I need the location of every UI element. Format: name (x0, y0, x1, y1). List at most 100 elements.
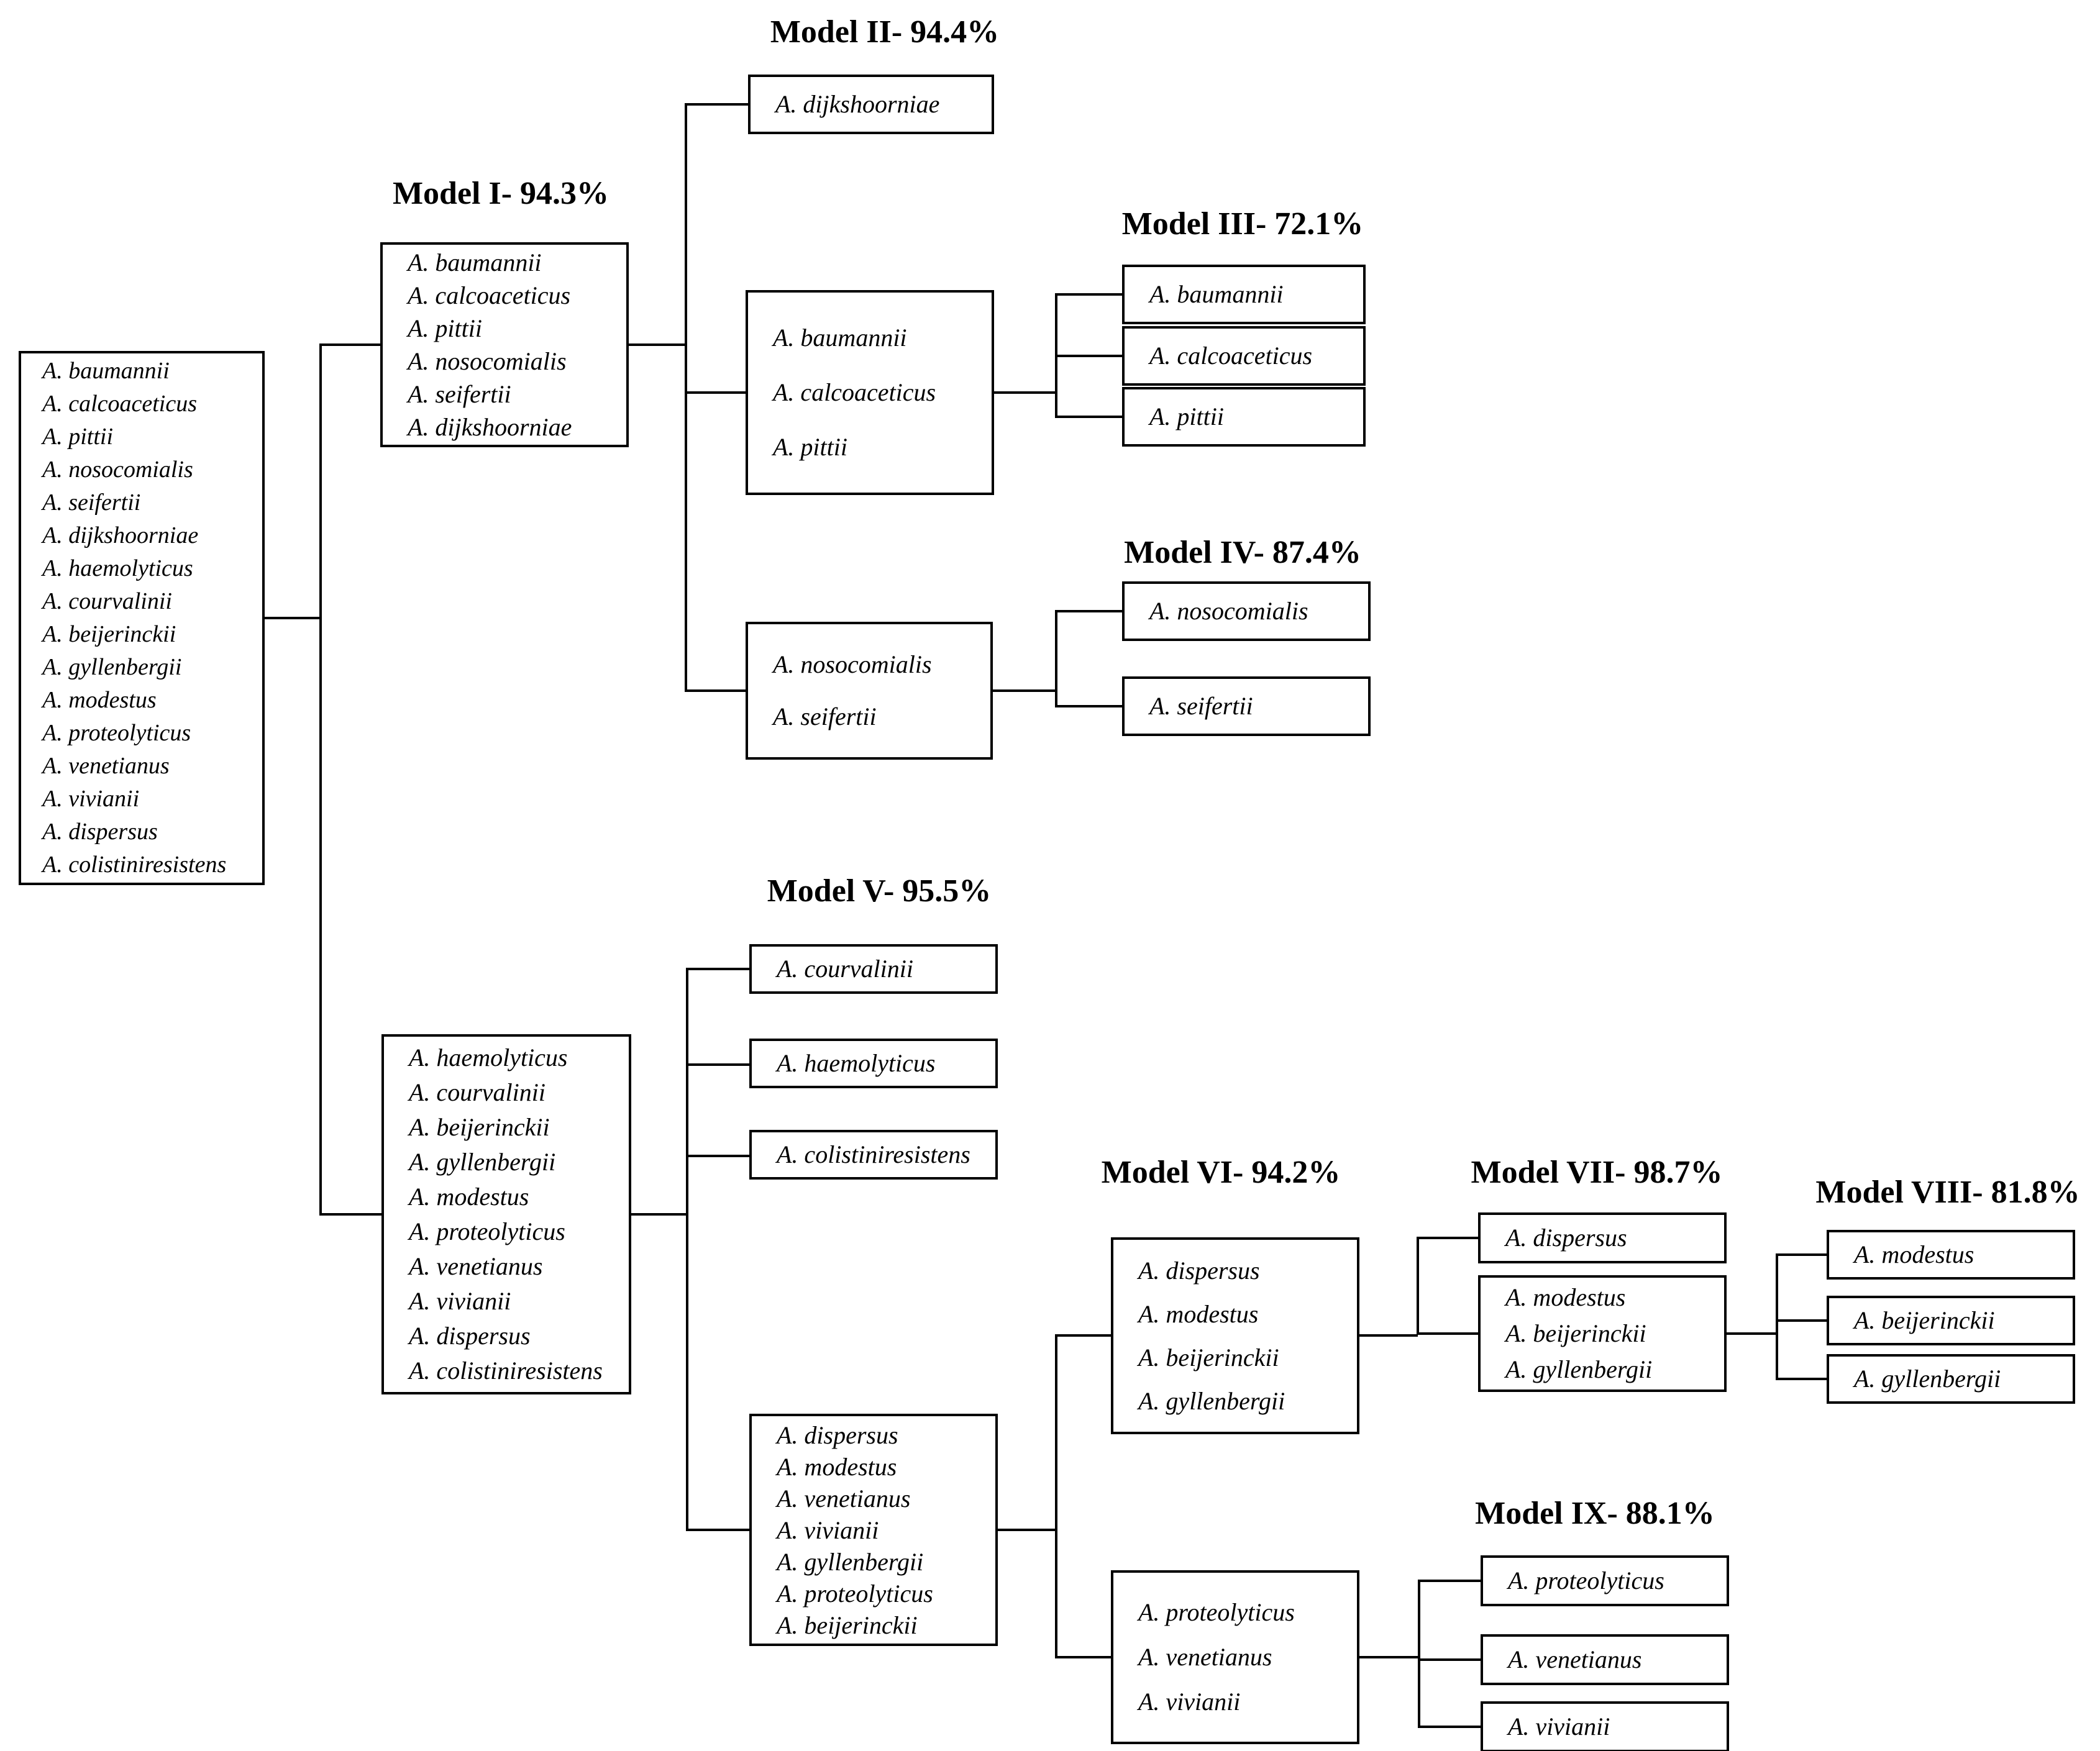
species-name: A. pittii (1149, 403, 1224, 430)
model-4-leaf-nosocomialis-box: A. nosocomialis (1122, 581, 1371, 641)
species-name: A. calcoaceticus (42, 391, 198, 417)
species-name: A. seifertii (773, 703, 877, 730)
species-name: A. vivianii (777, 1516, 879, 1544)
species-name: A. proteolyticus (1138, 1598, 1295, 1626)
species-name: A. beijerinckii (409, 1113, 550, 1141)
connector-line (321, 1213, 381, 1216)
model-5-leaf-courvalinii-box: A. courvalinii (749, 944, 998, 994)
species-name: A. beijerinckii (1505, 1319, 1646, 1347)
model-8-leaf-gyllenbergii-box: A. gyllenbergii (1827, 1354, 2075, 1404)
species-name: A. dispersus (409, 1322, 531, 1350)
species-name: A. proteolyticus (777, 1579, 933, 1608)
model-1-title: Model I- 94.3% (392, 176, 609, 211)
connector-line (629, 343, 686, 346)
connector-line (1056, 610, 1122, 612)
species-name: A. haemolyticus (409, 1044, 568, 1071)
species-name: A. beijerinckii (1854, 1306, 1995, 1334)
species-name: A. seifertii (1149, 692, 1253, 720)
connector-line (1417, 1237, 1419, 1335)
connector-line (1056, 1334, 1111, 1337)
species-name: A. proteolyticus (409, 1217, 565, 1245)
species-name: A. colistiniresistens (777, 1140, 970, 1168)
species-name: A. vivianii (409, 1287, 511, 1315)
connector-line (1056, 293, 1122, 296)
model-5-title: Model V- 95.5% (767, 873, 992, 909)
species-name: A. modestus (1505, 1283, 1626, 1311)
model-3-leaf-calcoaceticus-box: A. calcoaceticus (1122, 326, 1366, 386)
connector-line (1056, 705, 1122, 707)
species-name: A. gyllenbergii (409, 1148, 556, 1176)
species-name: A. modestus (1854, 1240, 1974, 1268)
connector-line (265, 617, 321, 619)
connector-line (1419, 1580, 1481, 1582)
model-2-title: Model II- 94.4% (770, 14, 1000, 50)
connector-line (1359, 1656, 1419, 1658)
species-name: A. venetianus (777, 1484, 911, 1512)
model-4-leaf-seifertii-box: A. seifertii (1122, 676, 1371, 736)
species-name: A. proteolyticus (1508, 1567, 1664, 1594)
connector-line (1418, 1237, 1478, 1239)
model-3-leaf-pittii-box: A. pittii (1122, 387, 1366, 447)
species-name: A. gyllenbergii (1138, 1386, 1285, 1415)
species-name: A. modestus (42, 687, 157, 713)
species-name: A. dijkshoorniae (42, 522, 199, 548)
species-name: A. haemolyticus (777, 1049, 936, 1077)
connector-line (1359, 1334, 1418, 1337)
model-3-leaf-baumannii-box: A. baumannii (1122, 265, 1366, 324)
model-5-cluster-box: A. haemolyticus A. courvalinii A. beijerin… (381, 1034, 631, 1394)
species-name: A. beijerinckii (42, 621, 176, 647)
model-7-leaf-dispersus-box: A. dispersus (1478, 1212, 1727, 1263)
model-4-title: Model IV- 87.4% (1124, 535, 1361, 570)
species-name: A. baumannii (42, 358, 170, 384)
species-name: A. courvalinii (42, 588, 172, 614)
species-name: A. gyllenbergii (1505, 1355, 1653, 1383)
species-name: A. dispersus (777, 1421, 898, 1449)
species-name: A. dispersus (42, 819, 158, 845)
connector-line (687, 968, 749, 970)
species-name: A. pittii (773, 433, 847, 461)
model-8-title: Model VIII- 81.8% (1815, 1175, 2080, 1210)
species-name: A. calcoaceticus (773, 378, 936, 406)
model-5-leaf-colistiniresistens-box: A. colistiniresistens (749, 1130, 998, 1180)
connector-line (1419, 1658, 1481, 1661)
species-name: A. dijkshoorniae (408, 413, 572, 441)
model-9-leaf-vivianii-box: A. vivianii (1481, 1701, 1729, 1751)
species-name: A. gyllenbergii (1854, 1365, 2001, 1393)
species-name: A. modestus (777, 1452, 897, 1481)
connector-line (1776, 1253, 1778, 1380)
species-name: A. proteolyticus (42, 720, 191, 746)
species-name: A. baumannii (408, 248, 542, 276)
connector-line (1056, 416, 1122, 418)
connector-line (1055, 610, 1057, 707)
connector-line (994, 391, 1056, 394)
species-name: A. modestus (409, 1183, 529, 1211)
connector-line (1777, 1378, 1827, 1380)
model-2-leaf-dijkshoorniae-box: A. dijkshoorniae (748, 75, 994, 134)
connector-line (1777, 1253, 1827, 1256)
species-name: A. dispersus (1505, 1224, 1627, 1252)
model-3-title: Model III- 72.1% (1121, 206, 1364, 242)
model-6-source-cluster-box: A. dispersus A. modestus A. venetianus A. v… (749, 1414, 998, 1646)
species-name: A. dispersus (1138, 1256, 1260, 1285)
connector-line (1727, 1332, 1777, 1335)
connector-line (1056, 1656, 1111, 1658)
species-name: A. haemolyticus (42, 555, 193, 581)
species-name: A. courvalinii (409, 1078, 546, 1106)
connector-line (631, 1213, 687, 1216)
model-9-leaf-proteolyticus-box: A. proteolyticus (1481, 1555, 1729, 1606)
connector-line (1418, 1332, 1478, 1335)
species-name: A. venetianus (1138, 1643, 1272, 1671)
species-name: A. colistiniresistens (409, 1357, 603, 1385)
model-9-leaf-venetianus-box: A. venetianus (1481, 1634, 1729, 1685)
connector-line (1777, 1319, 1827, 1322)
species-name: A. calcoaceticus (408, 281, 571, 309)
species-name: A. nosocomialis (408, 347, 567, 375)
model-7-cluster-box: A. modestus A. beijerinckii A. gyllenbergi… (1478, 1275, 1727, 1392)
connector-line (686, 103, 748, 106)
species-name: A. baumannii (773, 324, 907, 352)
connector-line (687, 1063, 749, 1066)
